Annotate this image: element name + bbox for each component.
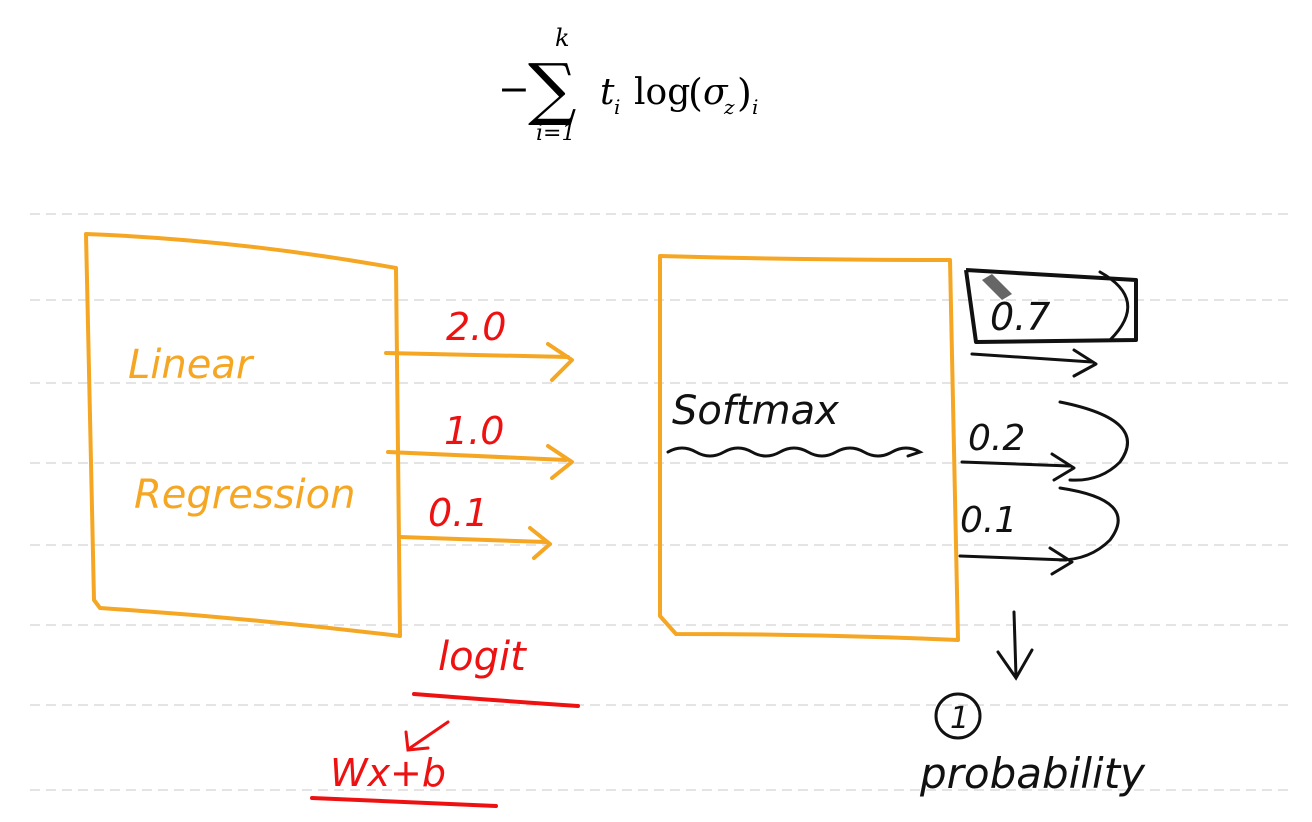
pen-cursor-icon bbox=[982, 274, 1012, 300]
formula-sum-symbol: ∑ bbox=[528, 50, 577, 129]
highlight-box bbox=[964, 268, 1138, 344]
sum-marker-value: 1 bbox=[950, 701, 969, 736]
linear-regression-box bbox=[84, 232, 402, 638]
softmax-underline bbox=[666, 446, 924, 458]
logit-underline bbox=[412, 692, 580, 708]
formula-lower-limit: i=1 bbox=[536, 121, 575, 146]
softmax-box bbox=[658, 254, 960, 642]
logit-label: logit bbox=[438, 634, 527, 680]
formula-close-paren: ) bbox=[737, 71, 752, 115]
linear-label: Linear bbox=[128, 342, 255, 388]
probability-value-1: 0.7 bbox=[990, 295, 1050, 339]
down-arrow bbox=[996, 610, 1034, 681]
logit-value-3: 0.1 bbox=[428, 491, 488, 535]
logit-value-1: 2.0 bbox=[446, 305, 506, 349]
probability-label: probability bbox=[919, 749, 1146, 798]
softmax-diagram: Linear Regression 2.0 1.0 0.1 Softmax 0.… bbox=[30, 213, 1290, 808]
probability-value-3: 0.1 bbox=[960, 500, 1017, 541]
formula-sigma: σ bbox=[703, 72, 729, 113]
wx-plus-b-underline bbox=[310, 796, 498, 808]
formula-outer-subscript: i bbox=[752, 95, 758, 119]
probability-value-2: 0.2 bbox=[968, 418, 1025, 459]
formula-open-paren: ( bbox=[688, 71, 703, 115]
logit-arrows bbox=[384, 342, 574, 560]
logit-value-2: 1.0 bbox=[444, 409, 504, 453]
softmax-label: Softmax bbox=[672, 388, 839, 434]
formula-term-subscript: i bbox=[614, 95, 620, 119]
formula-term: t bbox=[600, 72, 615, 113]
regression-label: Regression bbox=[134, 472, 355, 518]
formula-log: log bbox=[634, 72, 690, 113]
formula-upper-limit: k bbox=[555, 24, 570, 52]
sum-marker-circle bbox=[934, 692, 982, 740]
formula-sigma-subscript: z bbox=[723, 95, 735, 119]
probability-arrows bbox=[958, 270, 1130, 576]
red-arrow bbox=[404, 720, 450, 752]
wx-plus-b-label: Wx+b bbox=[330, 751, 446, 795]
cross-entropy-formula: − ∑ k i=1 t i log ( σ z ) i bbox=[498, 24, 758, 146]
formula-minus: − bbox=[498, 67, 530, 111]
